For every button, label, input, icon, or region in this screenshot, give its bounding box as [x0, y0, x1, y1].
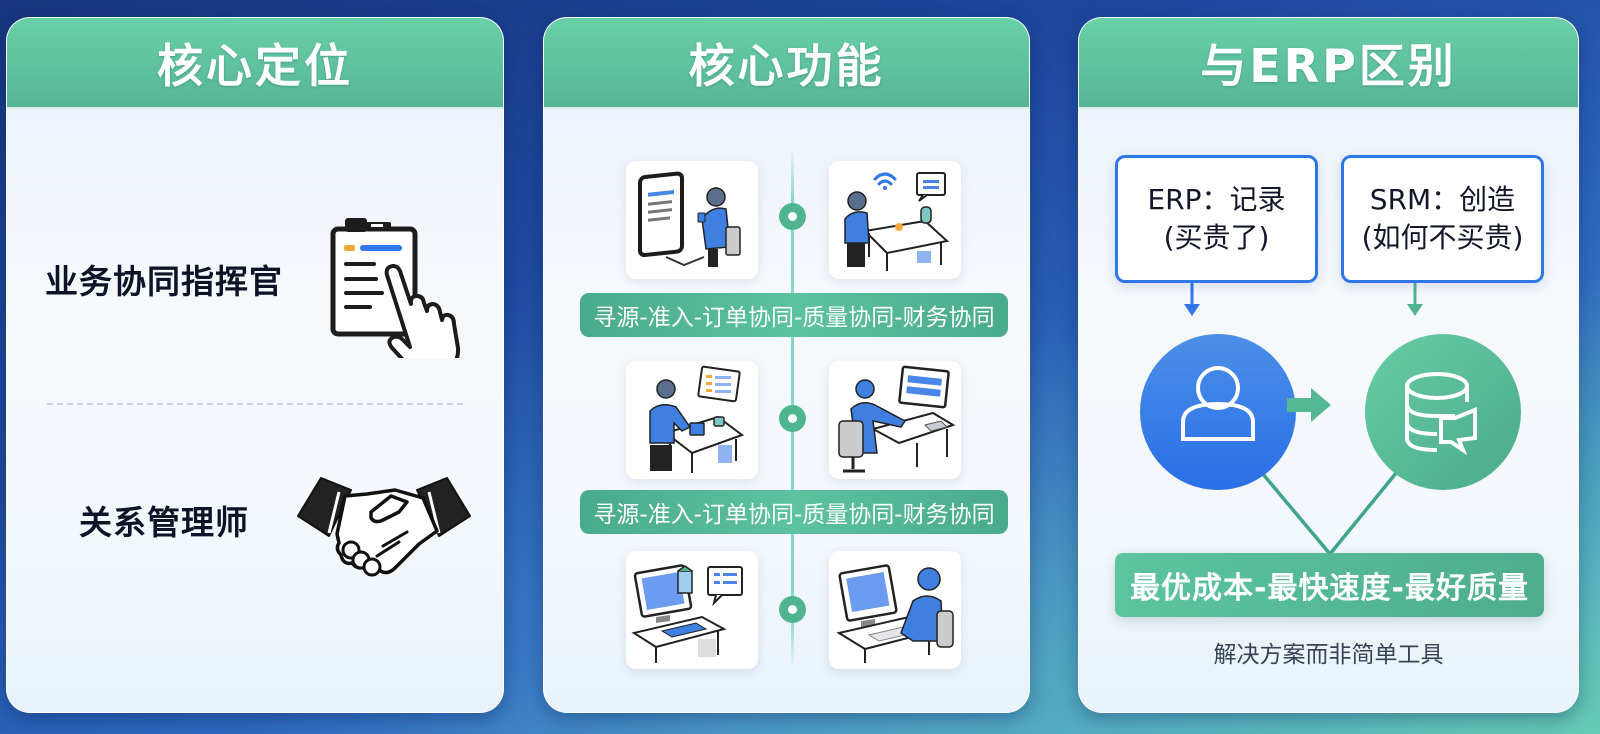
card-header: 与ERP区别 [1079, 18, 1578, 109]
timeline-node [779, 405, 806, 432]
user-at-computer-illustration [829, 551, 961, 669]
core-positioning-card: 核心定位 业务协同指挥官 关系管理师 [6, 17, 504, 713]
role-label-commander: 业务协同指挥官 [45, 262, 283, 301]
srm-down-arrow [1407, 282, 1423, 316]
srm-box: SRM：创造 (如何不买贵) [1341, 155, 1544, 283]
summary-banner: 最优成本-最快速度-最好质量 [1115, 553, 1544, 617]
erp-subtitle: (买贵了) [1163, 221, 1270, 254]
erp-difference-card: 与ERP区别 [1078, 17, 1579, 713]
card-header: 核心定位 [7, 18, 503, 109]
clipboard-hand-icon [330, 218, 461, 358]
card-title: 核心功能 [688, 38, 885, 93]
erp-circle [1140, 334, 1296, 490]
section-divider [47, 403, 463, 405]
wifi-desk-illustration [829, 161, 961, 279]
srm-circle [1365, 334, 1521, 490]
standing-desk-illustration [626, 361, 758, 479]
flow-banner: 寻源-准入-订单协同-质量协同-财务协同 [580, 293, 1008, 337]
erp-title: ERP：记录 [1147, 183, 1286, 216]
erp-box: ERP：记录 (买贵了) [1115, 155, 1318, 283]
timeline-node [779, 596, 806, 623]
card-title: 与ERP区别 [1200, 38, 1457, 93]
srm-title: SRM：创造 [1369, 183, 1516, 216]
flow-banner: 寻源-准入-订单协同-质量协同-财务协同 [580, 490, 1008, 534]
srm-subtitle: (如何不买贵) [1361, 221, 1524, 254]
role-label-relationship-manager: 关系管理师 [79, 503, 249, 542]
caption: 解决方案而非简单工具 [1213, 642, 1444, 668]
user-icon [1181, 366, 1255, 441]
card-header: 核心功能 [544, 18, 1029, 109]
right-arrow-icon [1287, 388, 1331, 422]
erp-down-arrow [1184, 282, 1200, 316]
seated-computer-illustration [829, 361, 961, 479]
workstation-chat-illustration [626, 551, 758, 669]
card-title: 核心定位 [157, 38, 353, 93]
core-functions-card: 核心功能 [543, 17, 1030, 713]
database-icon [1405, 372, 1477, 456]
v-connector [1255, 465, 1403, 557]
timeline-node [779, 203, 806, 230]
handshake-icon [297, 477, 471, 577]
tablet-user-illustration [626, 161, 758, 279]
comparison-diagram [1140, 282, 1521, 557]
